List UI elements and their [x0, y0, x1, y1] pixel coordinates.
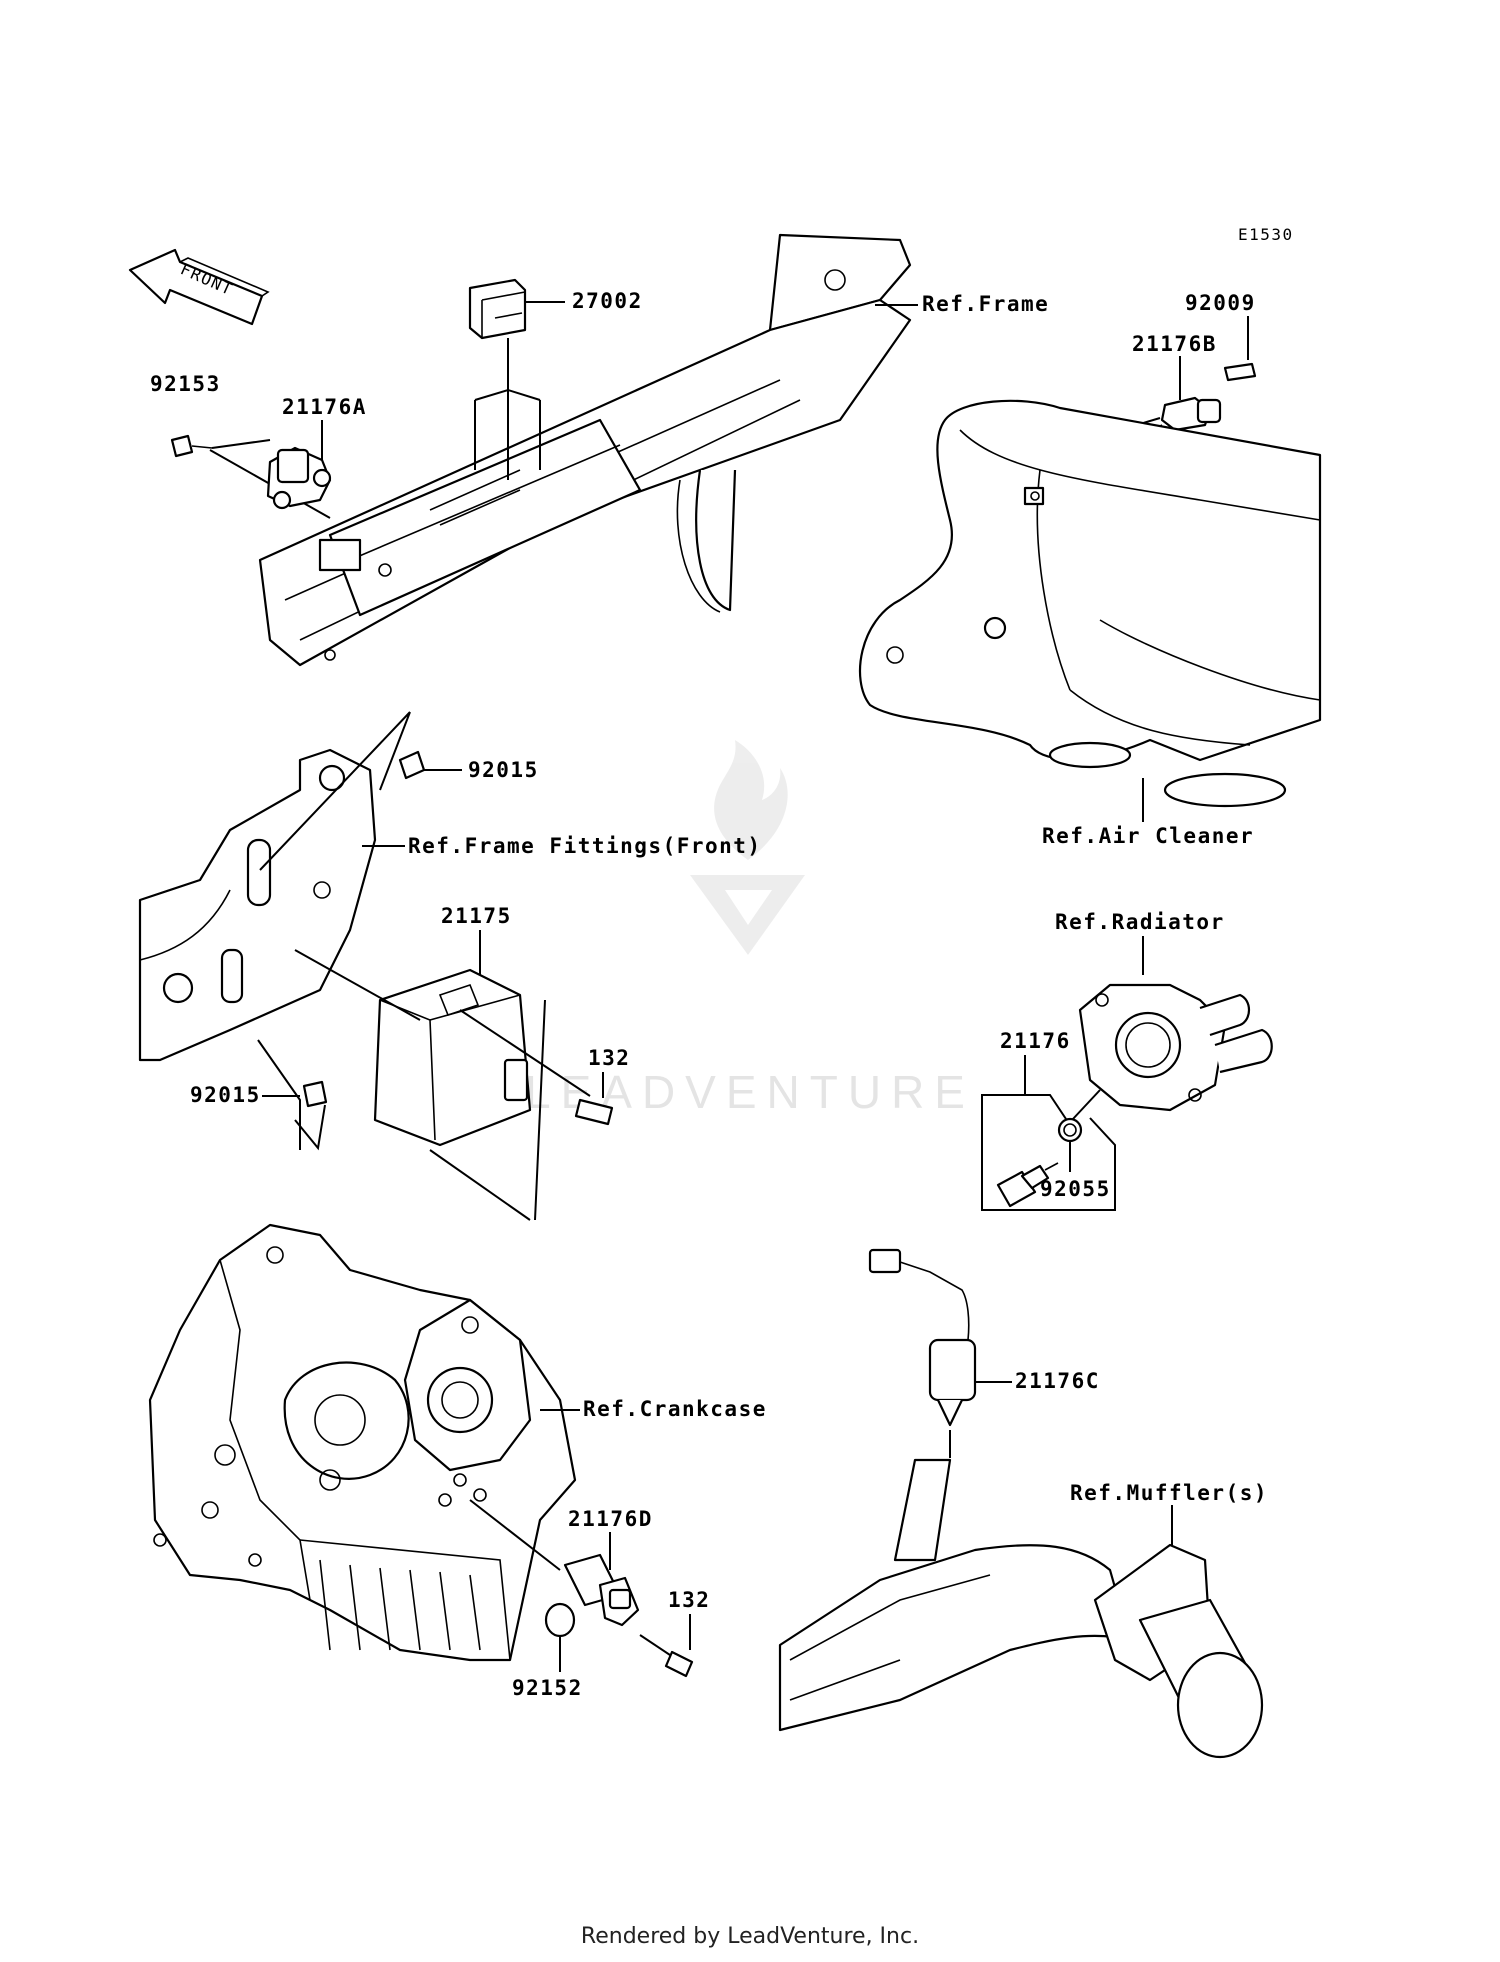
- air-cleaner-drawing: [858, 399, 1322, 808]
- muffler-drawing: [778, 1458, 1264, 1759]
- label-ref-radiator: Ref.Radiator: [1055, 910, 1225, 934]
- label-ref-air-cleaner: Ref.Air Cleaner: [1042, 824, 1254, 848]
- label-132-bottom: 132: [668, 1588, 710, 1612]
- clip-92015-top: [398, 750, 426, 780]
- label-ref-mufflers: Ref.Muffler(s): [1070, 1481, 1268, 1505]
- label-21176A: 21176A: [282, 395, 367, 419]
- label-92055: 92055: [1040, 1177, 1111, 1201]
- frame-fittings-drawing: [138, 748, 377, 1062]
- ecu-21175: [373, 968, 532, 1147]
- sensor-21176D: [563, 1553, 640, 1627]
- frame-drawing: [258, 233, 912, 667]
- footer-credit: Rendered by LeadVenture, Inc.: [580, 1924, 920, 1949]
- oring-92055: [1057, 1117, 1083, 1143]
- label-ref-frame-fittings: Ref.Frame Fittings(Front): [408, 834, 762, 858]
- bolt-92009: [1223, 362, 1257, 382]
- label-ref-frame: Ref.Frame: [922, 292, 1049, 316]
- crankcase-drawing: [148, 1223, 577, 1662]
- label-21176: 21176: [1000, 1029, 1071, 1053]
- label-92015-top: 92015: [468, 758, 539, 782]
- clip-92015-bottom: [302, 1080, 328, 1108]
- bolt-132-bottom: [664, 1650, 694, 1678]
- washer-92152: [544, 1602, 576, 1638]
- relay-27002: [468, 278, 527, 340]
- front-arrow-icon: FRONT: [128, 248, 270, 326]
- label-21176D: 21176D: [568, 1507, 653, 1531]
- label-92009: 92009: [1185, 291, 1256, 315]
- label-92153: 92153: [150, 372, 221, 396]
- label-21175: 21175: [441, 904, 512, 928]
- diagram-code: E1530: [1238, 225, 1294, 244]
- radiator-housing-drawing: [1078, 983, 1273, 1112]
- bolt-132-top: [574, 1098, 614, 1126]
- o2-sensor-21176C: [868, 1248, 977, 1427]
- label-92015-bottom: 92015: [190, 1083, 261, 1107]
- label-132-top: 132: [588, 1046, 630, 1070]
- label-21176C: 21176C: [1015, 1369, 1100, 1393]
- temp-sensor-21176: [996, 1162, 1059, 1208]
- bolt-92153: [170, 434, 213, 458]
- label-92152: 92152: [512, 1676, 583, 1700]
- sensor-21176A: [266, 446, 332, 510]
- label-ref-crankcase: Ref.Crankcase: [583, 1397, 767, 1421]
- label-21176B: 21176B: [1132, 332, 1217, 356]
- label-27002: 27002: [572, 289, 643, 313]
